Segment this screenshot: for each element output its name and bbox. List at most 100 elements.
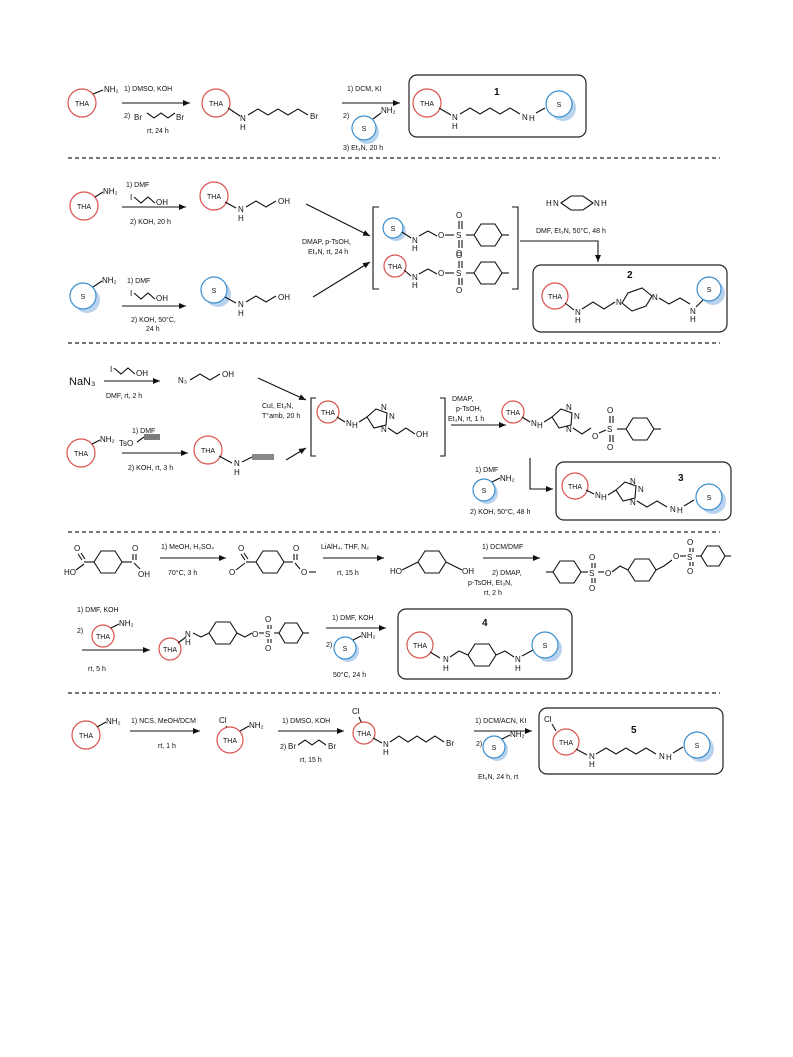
nitrogen-label: N <box>630 477 636 486</box>
bromine-label: Br <box>288 742 296 751</box>
condition-text: rt, 15 h <box>300 757 322 764</box>
nitrogen-label: N <box>531 419 537 428</box>
tha-unit: THA <box>66 438 96 468</box>
tha-unit: THA <box>412 88 442 118</box>
condition-text: 70°C, 3 h <box>168 569 197 577</box>
condition-text: 1) DMF <box>126 182 149 189</box>
tha-label: THA <box>321 410 335 417</box>
s-label: S <box>81 294 86 301</box>
product-5-box <box>538 707 724 775</box>
nitrogen-label: N <box>616 298 622 307</box>
oxygen-label: O <box>265 644 271 653</box>
product-2-box <box>532 264 728 333</box>
compound-number: 2 <box>627 270 633 281</box>
tha-unit: THA <box>501 400 525 424</box>
s-unit: S <box>531 631 562 662</box>
condition-text: rt, 1 h <box>158 743 176 750</box>
hydrogen-label: H <box>589 760 595 769</box>
hydroxyl-label: HO <box>64 568 76 577</box>
oxygen-label: O <box>438 231 444 240</box>
hydroxyl-label: HO <box>390 567 402 576</box>
chlorine-label: Cl <box>352 707 360 716</box>
s-label: S <box>543 643 548 650</box>
oxygen-label: O <box>687 538 693 547</box>
tha-unit: THA <box>406 631 434 659</box>
reaction-arrow <box>312 261 371 298</box>
hydrogen-label: H <box>601 493 607 502</box>
row4-scheme: O HO O OH 1) MeOH, H₂SO₄ 70°C, 3 h O O O… <box>64 538 731 680</box>
product-3-box <box>555 461 732 521</box>
hydroxyl-label: OH <box>222 370 234 379</box>
oxygen-label: O <box>607 443 613 452</box>
nitrogen-label: N <box>659 752 665 761</box>
condition-text: 2) <box>280 744 286 751</box>
tha-unit: THA <box>193 435 223 465</box>
condition-text: 1) MeOH, H₂SO₄ <box>161 544 214 551</box>
sulfur-label: S <box>687 553 692 562</box>
compound-number: 5 <box>631 725 637 736</box>
tha-unit: THA <box>352 721 376 745</box>
nitrogen-label: N <box>522 113 528 122</box>
s-label: S <box>343 646 348 653</box>
hydroxyl-label: OH <box>462 567 474 576</box>
hydrogen-label: H <box>515 664 521 673</box>
s-unit: S <box>200 276 231 307</box>
nitrogen-label: N <box>412 236 418 245</box>
tha-unit: THA <box>91 624 115 648</box>
amine-label: NH₂ <box>100 435 115 444</box>
nitrogen-label: N <box>574 412 580 421</box>
condition-text: Et₃N, rt, 1 h <box>448 416 484 423</box>
condition-text: 2) KOH, 50°C, 48 h <box>470 508 530 516</box>
nitrogen-label: N <box>240 114 246 123</box>
nitrogen-label: N <box>381 425 387 434</box>
hydroxyl-label: OH <box>278 197 290 206</box>
condition-text: DMAP, <box>452 396 473 403</box>
oxygen-label: O <box>293 544 299 553</box>
iodine-label: I <box>130 193 132 202</box>
condition-text: 1) DMF <box>127 278 150 285</box>
s-label: S <box>707 495 712 502</box>
oxygen-label: O <box>605 569 611 578</box>
tha-label: THA <box>559 740 573 747</box>
compound-number: 3 <box>678 473 684 484</box>
nitrogen-label: N <box>690 307 696 316</box>
s-label: S <box>707 287 712 294</box>
condition-text: 2) <box>343 113 349 120</box>
nitrogen-label: N <box>185 630 191 639</box>
nitrogen-label: N <box>589 752 595 761</box>
condition-text: 3) Et₃N, 20 h <box>343 145 383 152</box>
condition-text: 24 h <box>146 326 160 333</box>
condition-text: rt, 2 h <box>484 590 502 597</box>
nitrogen-label: N <box>443 655 449 664</box>
condition-text: 2) KOH, 20 h <box>130 219 171 226</box>
hydrogen-label: H <box>383 748 389 757</box>
condition-text: DMF, rt, 2 h <box>106 393 142 400</box>
tha-unit: THA <box>316 400 340 424</box>
s-unit: S <box>333 636 359 662</box>
hydroxyl-label: OH <box>138 570 150 579</box>
amine-label: NH₂ <box>104 85 119 94</box>
condition-text: DMAP, p-TsOH, <box>302 239 351 246</box>
nitrogen-label: N <box>630 498 636 507</box>
row3-scheme: NaN₃ I OH DMF, rt, 2 h N₃ OH THA NH₂ 1) … <box>66 365 732 521</box>
tha-label: THA <box>74 451 88 458</box>
bromine-label: Br <box>446 739 454 748</box>
amine-label: NH₂ <box>361 631 376 640</box>
hydrogen-label: H <box>443 664 449 673</box>
reaction-arrow <box>520 240 601 262</box>
hydroxyl-label: OH <box>136 369 148 378</box>
tha-label: THA <box>96 634 110 641</box>
condition-text: LiAlH₄, THF, N₂ <box>321 544 369 551</box>
s-unit: S <box>683 731 714 762</box>
oxygen-label: O <box>687 567 693 576</box>
hydrogen-label: H <box>238 309 244 318</box>
tha-unit: THA <box>158 637 182 661</box>
oxygen-label: O <box>456 286 462 295</box>
tha-unit: THA <box>541 282 569 310</box>
hydrogen-label: H <box>666 753 672 762</box>
condition-text: Et₃N, rt, 24 h <box>308 249 348 256</box>
amine-label: NH₂ <box>102 276 117 285</box>
condition-text: 2) <box>124 113 130 120</box>
tha-label: THA <box>223 738 237 745</box>
tha-label: THA <box>209 101 223 108</box>
